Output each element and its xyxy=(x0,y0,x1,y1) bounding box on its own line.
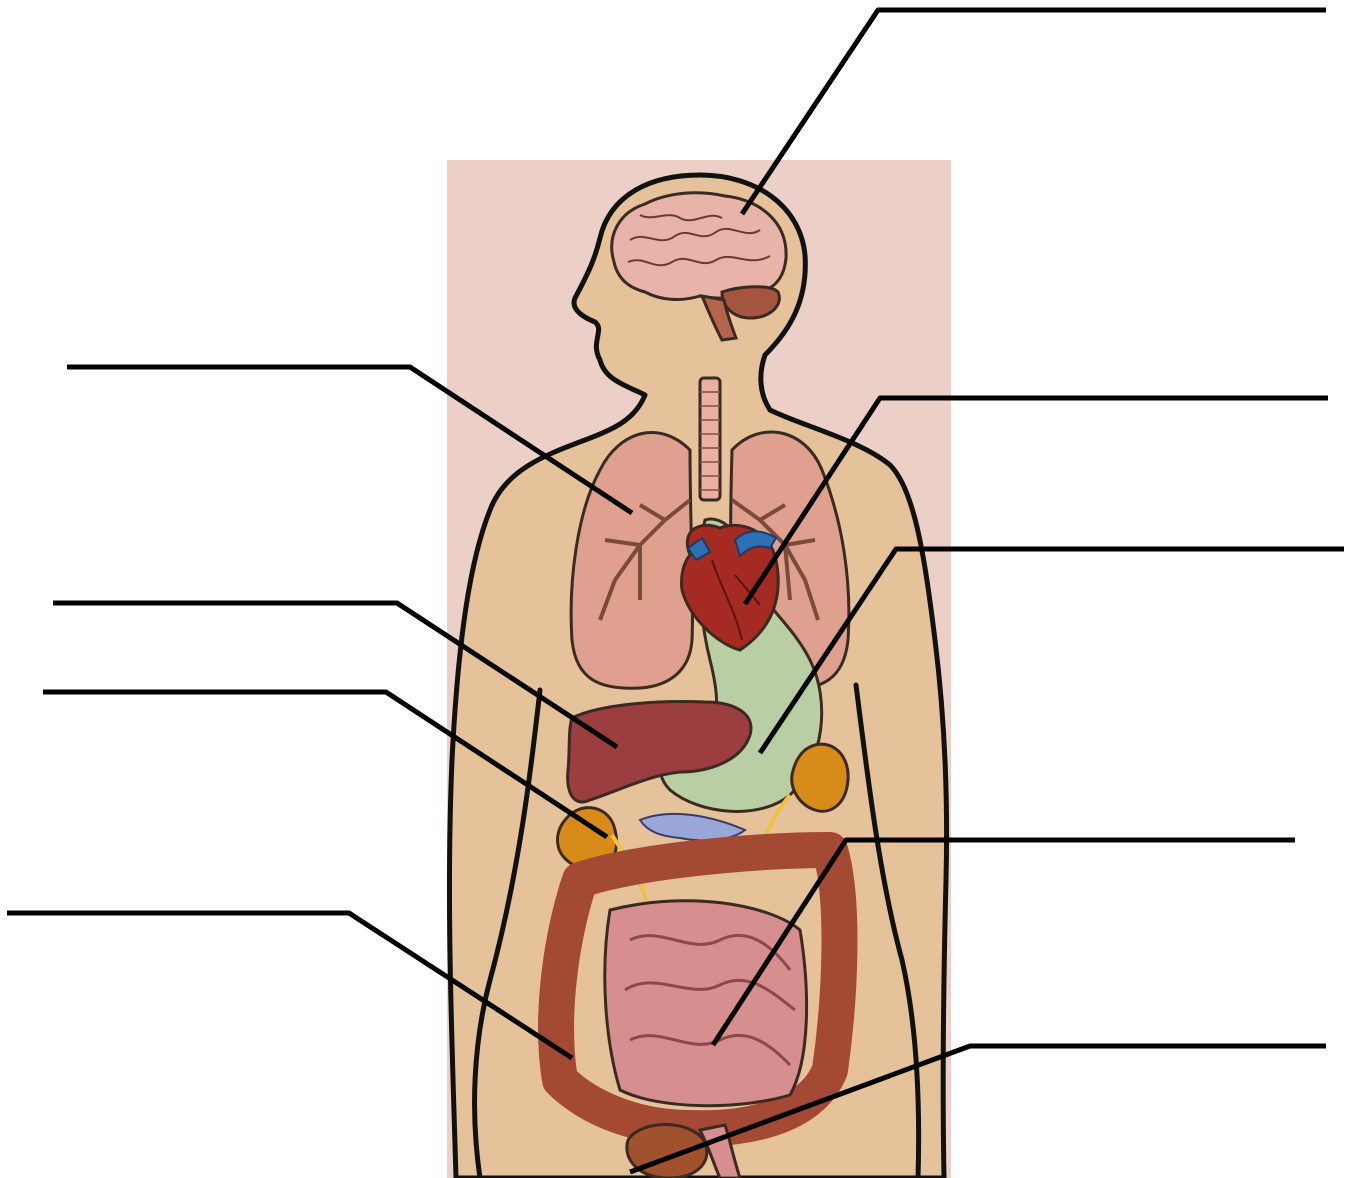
small-intestine-illustration xyxy=(605,901,807,1106)
trachea-illustration xyxy=(700,378,720,500)
